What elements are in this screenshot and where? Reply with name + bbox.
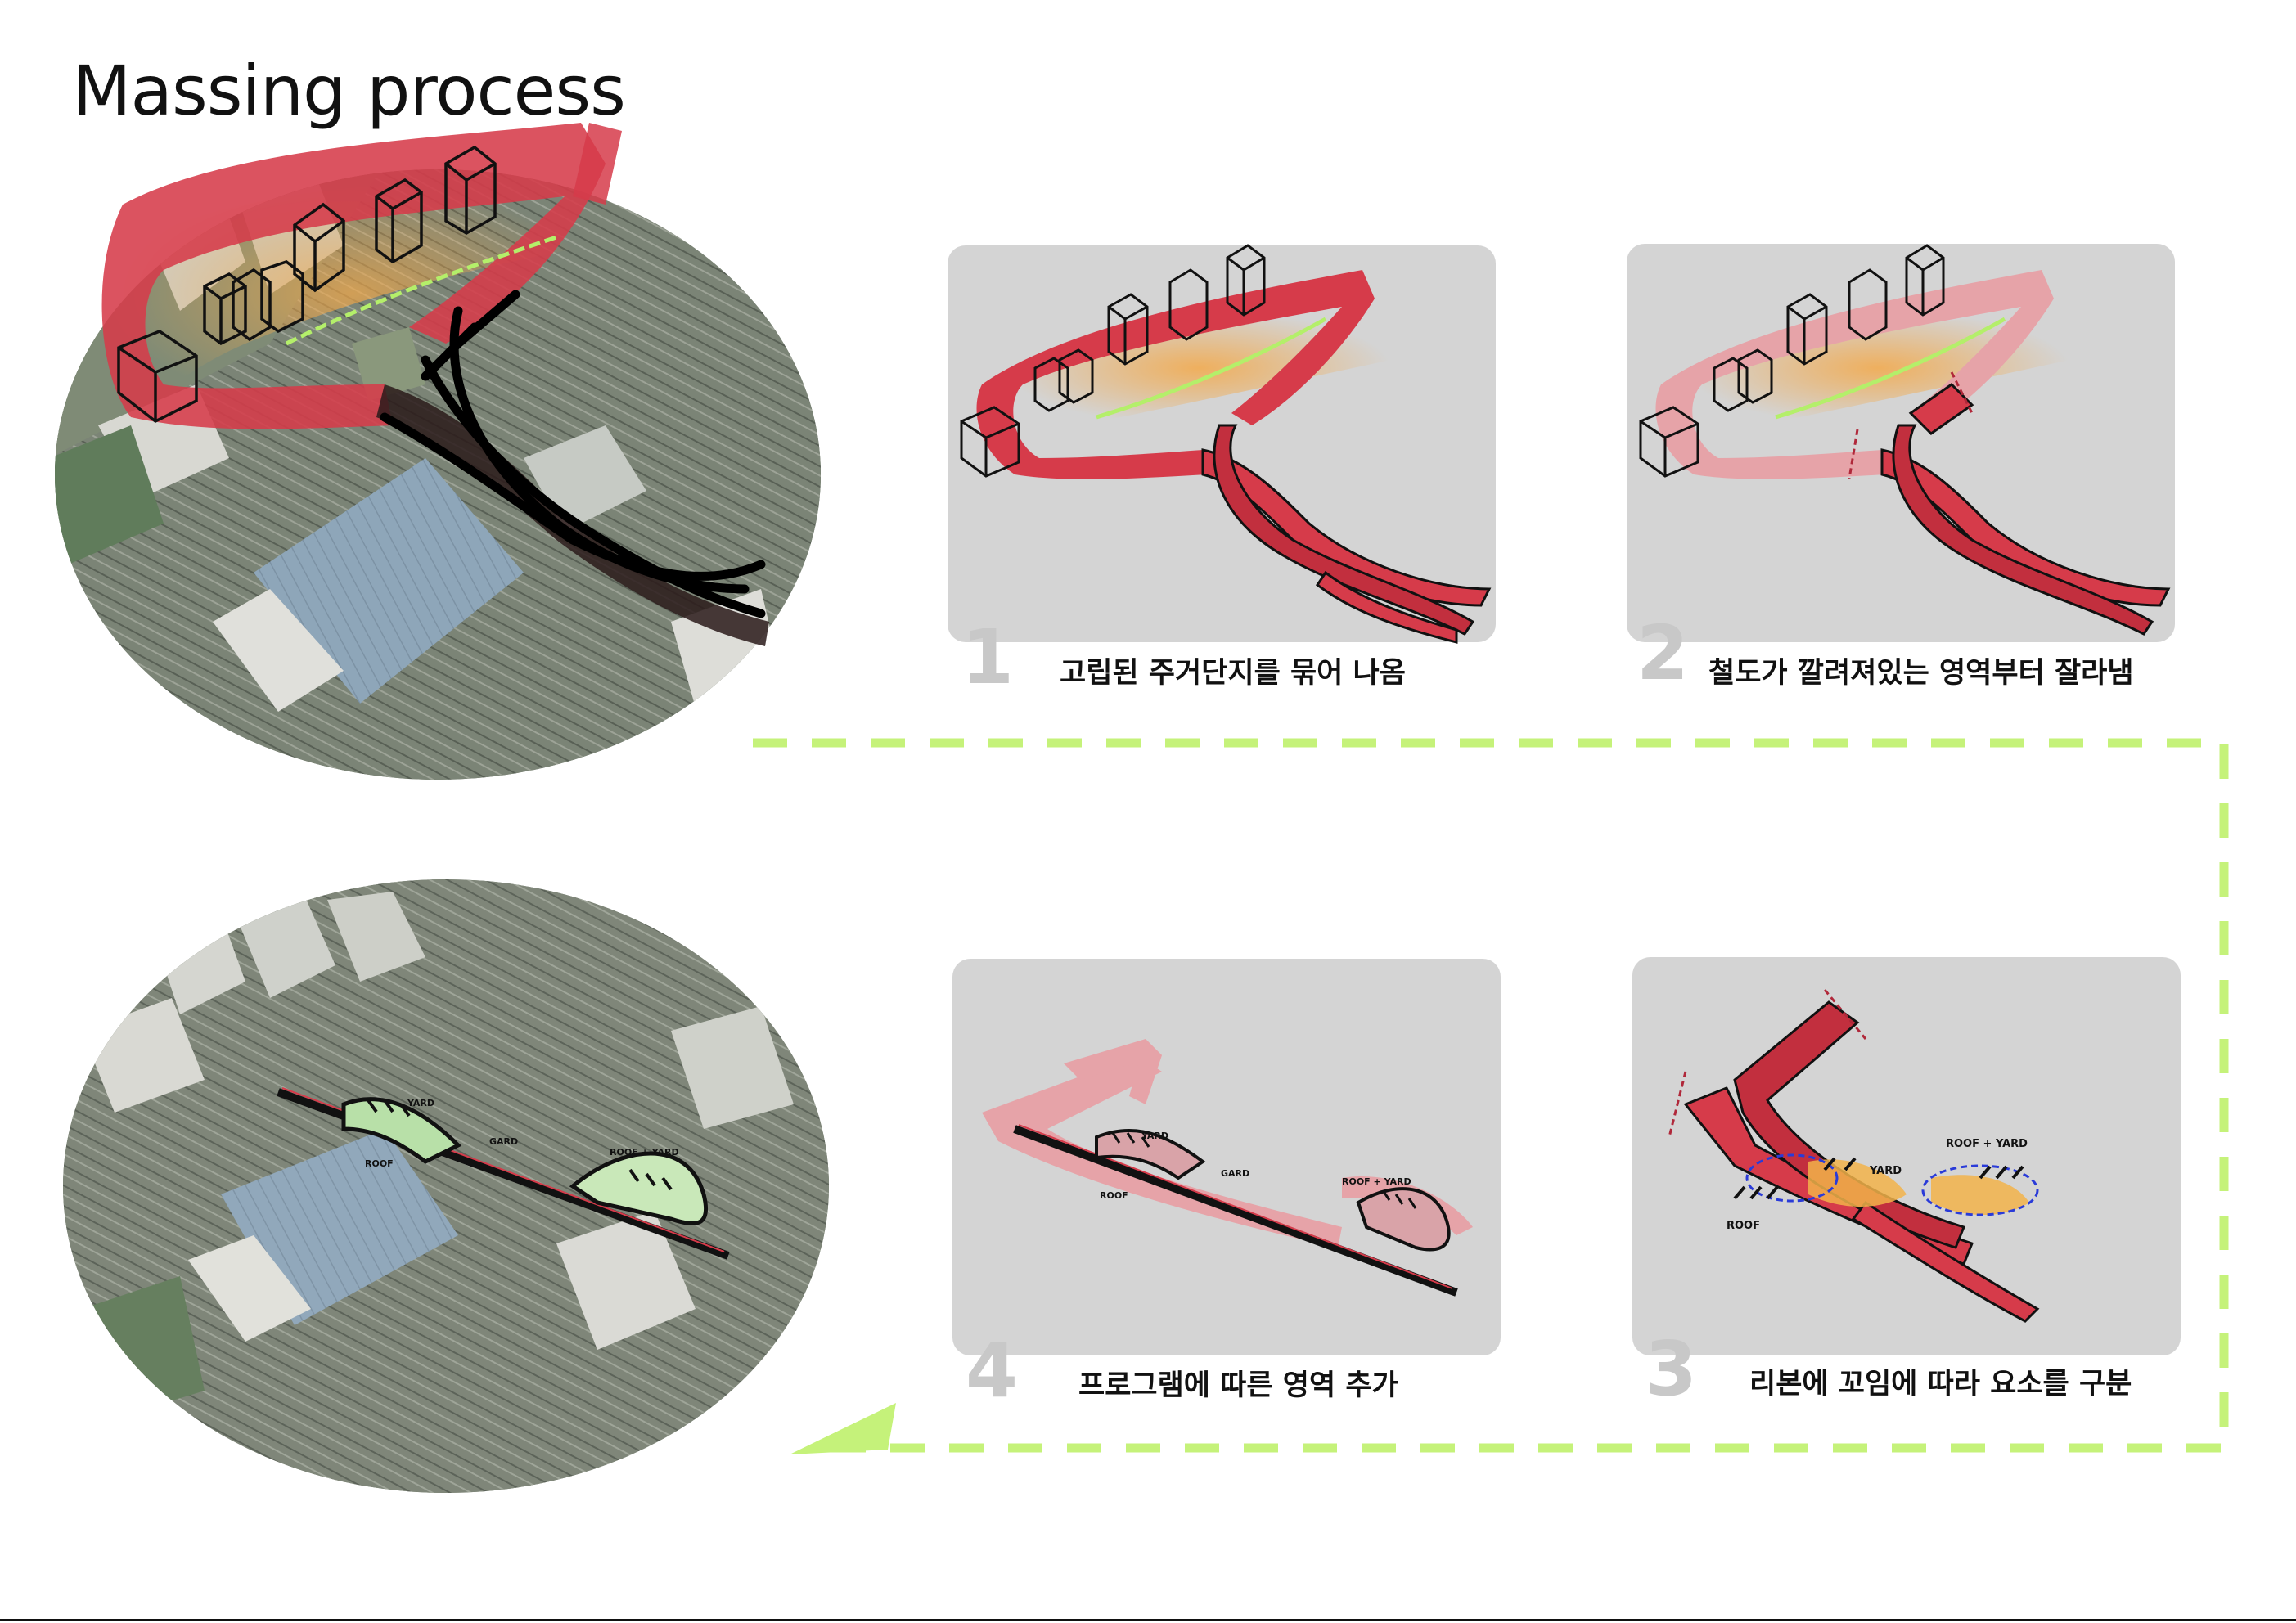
label-roof-step3: ROOF [1727, 1220, 1760, 1232]
process-flow-arrow [753, 738, 2229, 1454]
step-1-caption: 고립된 주거단지를 묶어 나옴 [1060, 657, 1406, 690]
page-title: Massing process [72, 51, 626, 131]
step-3-drawing: YARD ROOF ROOF + YARD [1668, 989, 2040, 1323]
label-yard-step3: YARD [1869, 1165, 1902, 1177]
label-gard-bottom: GARD [489, 1136, 518, 1147]
label-roof-yard-step3: ROOF + YARD [1946, 1138, 2028, 1150]
step-1-drawing [960, 244, 1492, 644]
step-2-drawing [1639, 244, 2171, 636]
step-1-number: 1 [961, 614, 1015, 701]
label-yard-step4: YARD [1141, 1131, 1168, 1141]
step-3-caption: 리본에 꼬임에 따라 요소를 구분 [1749, 1368, 2132, 1400]
aerial-map-bottom: YARD ROOF GARD ROOF + YARD [63, 879, 829, 1493]
label-yard-bottom: YARD [407, 1098, 434, 1108]
page-border-bottom [0, 1619, 2296, 1621]
step-4-drawing: YARD ROOF GARD ROOF + YARD [982, 1039, 1473, 1297]
step-3-panel [1632, 957, 2181, 1355]
label-roof-yard-step4: ROOF + YARD [1342, 1176, 1411, 1187]
step-2-number: 2 [1636, 609, 1690, 697]
step-4-number: 4 [966, 1327, 1019, 1414]
step-3-number: 3 [1645, 1325, 1698, 1413]
label-roof-step4: ROOF [1100, 1190, 1128, 1201]
step-4-caption: 프로그램에 따른 영역 추가 [1078, 1369, 1398, 1402]
label-roof-bottom: ROOF [365, 1158, 394, 1169]
label-gard-step4: GARD [1221, 1168, 1249, 1179]
step-2-caption: 철도가 깔려져있는 영역부터 잘라냄 [1708, 657, 2134, 690]
aerial-map-top [55, 123, 821, 780]
label-roof-yard-bottom: ROOF + YARD [610, 1147, 679, 1158]
